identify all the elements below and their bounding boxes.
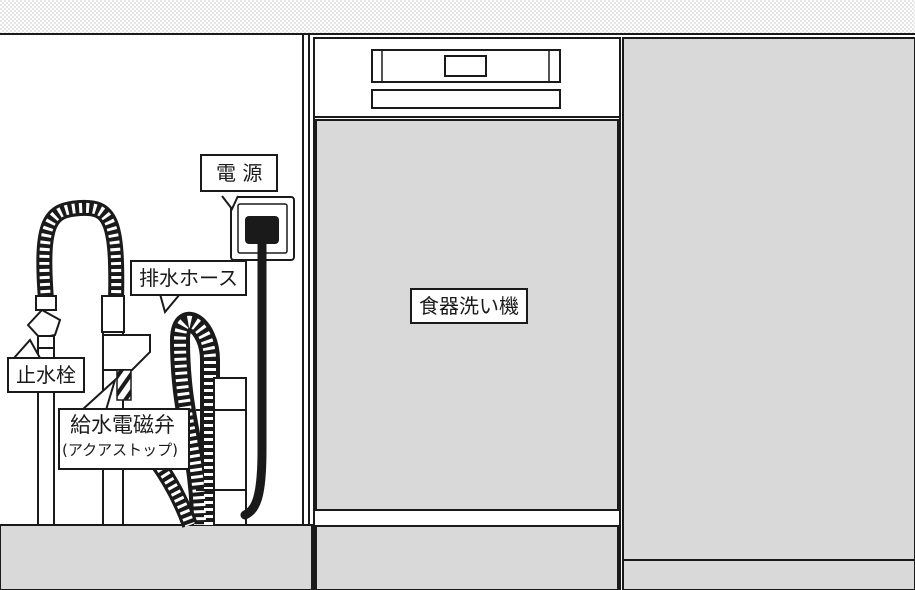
label-dishwasher: 食器洗い機 [410,288,528,324]
label-leaders [13,195,239,411]
cabinet-interior [37,34,310,590]
right-cabinet-door [622,37,915,590]
label-stop-valve: 止水栓 [7,357,85,393]
base-plinth-left [0,524,313,590]
dishwasher-body [313,37,621,590]
water-supply-hose [36,199,125,301]
solenoid-valve [101,295,151,401]
power-outlet [230,196,295,520]
label-drain-hose: 排水ホース [130,260,247,296]
label-solenoid-valve-group [58,408,190,470]
label-power: 電 源 [200,154,279,192]
label-solenoid-valve: 給水電磁弁 [70,413,175,437]
valve-handle-icon [26,308,62,340]
countertop [0,0,915,35]
label-solenoid-valve-subtitle: (アクアストップ) [62,441,178,459]
stop-valve [26,295,62,349]
plug-icon [245,216,279,244]
